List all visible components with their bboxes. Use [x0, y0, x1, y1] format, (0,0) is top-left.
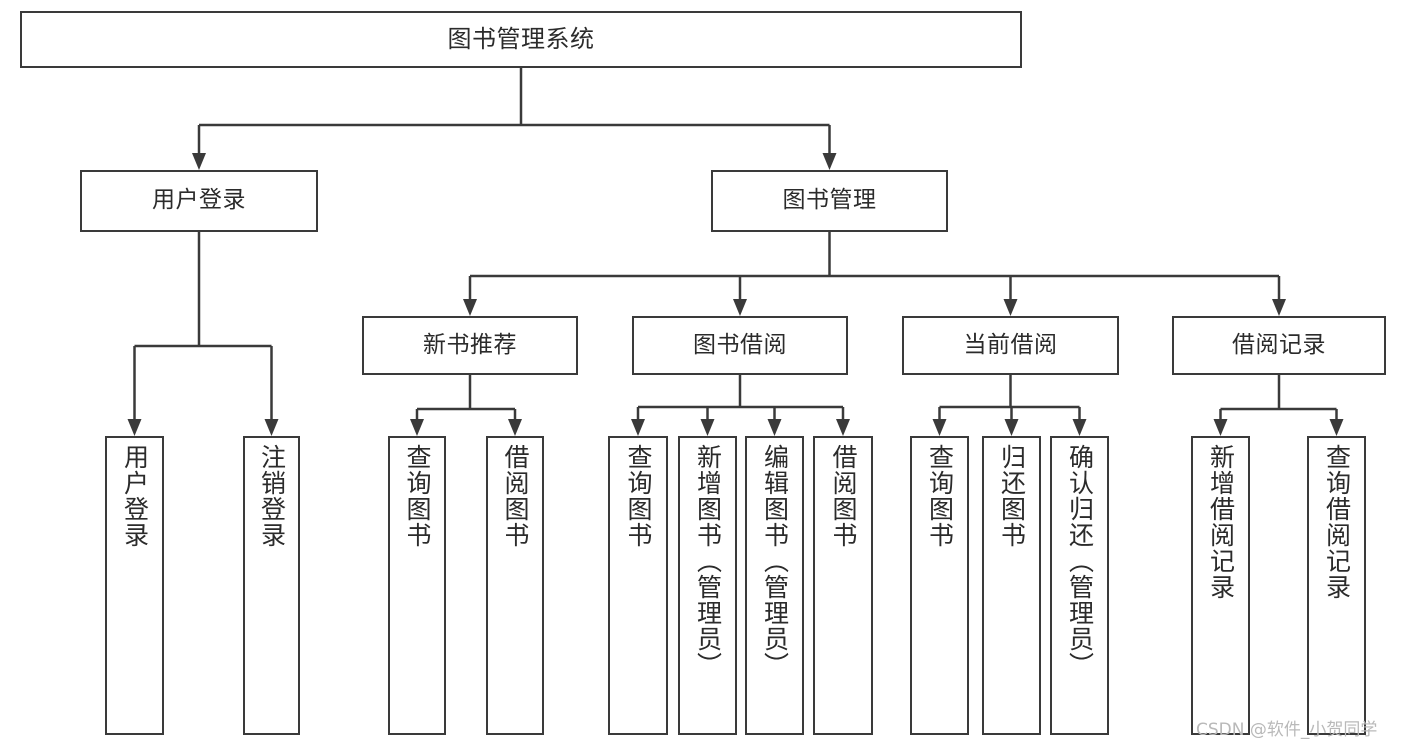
- node-label: 确认归还（管理员）: [1065, 444, 1095, 678]
- arrow-head-icon: [264, 419, 279, 436]
- arrow-head-icon: [836, 419, 850, 436]
- node-user-login[interactable]: 用户登录: [80, 170, 318, 232]
- node-label: 查询图书: [624, 444, 653, 548]
- node-leaf-add-record[interactable]: 新增借阅记录: [1191, 436, 1250, 735]
- node-leaf-edit-book[interactable]: 编辑图书（管理员）: [745, 436, 804, 735]
- node-label: 注销登录: [257, 444, 287, 548]
- node-current-borrow[interactable]: 当前借阅: [902, 316, 1119, 375]
- arrow-head-icon: [1213, 419, 1228, 436]
- arrow-head-icon: [463, 299, 477, 316]
- node-book-manage[interactable]: 图书管理: [711, 170, 948, 232]
- node-leaf-query-book-borrow[interactable]: 查询图书: [608, 436, 668, 735]
- csdn-watermark: CSDN @软件_小贺同学: [1196, 720, 1378, 740]
- arrow-head-icon: [822, 153, 837, 170]
- node-label: 查询借阅记录: [1322, 444, 1352, 600]
- node-label: 图书借阅: [693, 331, 787, 358]
- node-leaf-confirm-return[interactable]: 确认归还（管理员）: [1050, 436, 1109, 735]
- node-leaf-borrow-book-rec[interactable]: 借阅图书: [486, 436, 544, 735]
- node-leaf-query-book-rec[interactable]: 查询图书: [388, 436, 446, 735]
- arrow-head-icon: [1004, 419, 1019, 436]
- arrow-head-icon: [1272, 299, 1286, 316]
- node-leaf-return-book[interactable]: 归还图书: [982, 436, 1041, 735]
- node-leaf-add-book[interactable]: 新增图书（管理员）: [678, 436, 737, 735]
- arrow-head-icon: [700, 419, 715, 436]
- node-label: 查询图书: [925, 444, 955, 548]
- node-new-book-rec[interactable]: 新书推荐: [362, 316, 578, 375]
- node-leaf-query-book-current[interactable]: 查询图书: [910, 436, 969, 735]
- arrow-head-icon: [1072, 419, 1087, 436]
- node-label: 查询图书: [403, 444, 432, 548]
- node-leaf-borrow-book[interactable]: 借阅图书: [813, 436, 873, 735]
- node-label: 用户登录: [152, 187, 246, 214]
- node-label: 借阅图书: [829, 444, 858, 548]
- node-label: 归还图书: [997, 444, 1027, 548]
- node-root[interactable]: 图书管理系统: [20, 11, 1022, 68]
- arrow-head-icon: [631, 419, 645, 436]
- arrow-head-icon: [932, 419, 947, 436]
- node-label: 图书管理: [782, 187, 877, 214]
- node-borrow-record[interactable]: 借阅记录: [1172, 316, 1386, 375]
- node-leaf-user-logout[interactable]: 注销登录: [243, 436, 300, 735]
- arrow-head-icon: [733, 299, 747, 316]
- arrow-head-icon: [508, 419, 522, 436]
- arrow-head-icon: [1329, 419, 1344, 436]
- node-label: 新增图书（管理员）: [693, 444, 723, 678]
- arrow-head-icon: [1003, 299, 1018, 316]
- node-label: 新增借阅记录: [1206, 444, 1236, 600]
- arrow-head-icon: [127, 419, 142, 436]
- arrow-head-icon: [410, 419, 424, 436]
- node-label: 借阅记录: [1232, 331, 1326, 358]
- node-leaf-query-record[interactable]: 查询借阅记录: [1307, 436, 1366, 735]
- node-label: 用户登录: [120, 444, 150, 548]
- node-label: 借阅图书: [501, 444, 530, 548]
- node-label: 编辑图书（管理员）: [760, 444, 790, 678]
- arrow-head-icon: [192, 153, 206, 170]
- arrow-head-icon: [767, 419, 782, 436]
- node-label: 新书推荐: [423, 331, 517, 358]
- node-label: 图书管理系统: [447, 25, 595, 54]
- node-leaf-user-login[interactable]: 用户登录: [105, 436, 164, 735]
- node-book-borrow[interactable]: 图书借阅: [632, 316, 848, 375]
- node-label: 当前借阅: [963, 331, 1058, 358]
